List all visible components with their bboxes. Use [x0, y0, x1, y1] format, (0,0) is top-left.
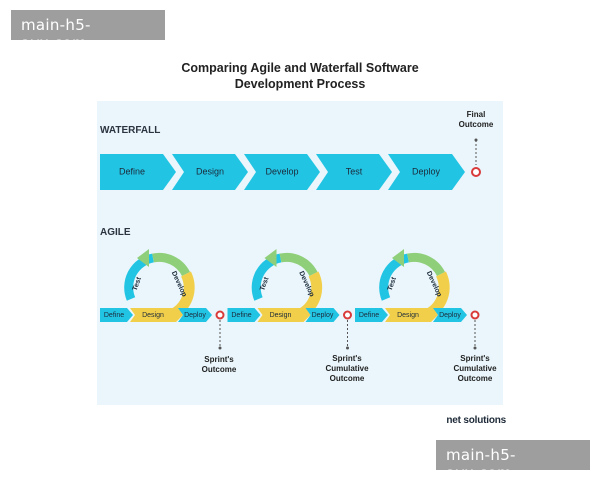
- sprint-2-outcome-connector-dot: [346, 346, 349, 350]
- waterfall-step-4-label: Test: [346, 166, 363, 176]
- sprint-2-deploy-arrow: [305, 308, 340, 322]
- agile-label: AGILE: [100, 227, 131, 238]
- sprint-1-outcome-label: Sprint's Outcome: [184, 355, 254, 375]
- sprint-1-define-label: Define: [104, 312, 124, 319]
- final-outcome-label: Final Outcome: [441, 110, 511, 130]
- sprint-3-loop-arrowhead: [392, 249, 404, 267]
- sprint-3-outcome-connector-dot: [473, 346, 477, 350]
- sprint-2-outcome-line-2: Cumulative: [325, 364, 369, 373]
- sprint-3-outcome-marker: [470, 310, 480, 320]
- waterfall-label: WATERFALL: [100, 125, 161, 136]
- sprint-3-define-arrow: [355, 308, 388, 322]
- sprint-2-loop-label-test: Test: [259, 276, 271, 292]
- waterfall-step-2-arrow: [172, 154, 248, 190]
- sprint-1-deploy-label: Deploy: [184, 312, 206, 319]
- sprint-1-outcome-line-1: Sprint's: [204, 355, 234, 364]
- sprint-2-outcome-label: Sprint's Cumulative Outcome: [312, 354, 382, 384]
- waterfall-step-5-label: Deploy: [412, 166, 441, 176]
- sprint-3-outcome-line-2: Cumulative: [453, 364, 497, 373]
- sprint-3-deploy-arrow: [433, 308, 467, 322]
- sprint-3-outcome-line-1: Sprint's: [460, 354, 490, 363]
- sprint-1-outcome-marker: [215, 310, 225, 320]
- sprint-3-design-label: Design: [397, 312, 419, 319]
- diagram-title: Comparing Agile and Waterfall Software D…: [160, 60, 440, 92]
- title-line-2: Development Process: [234, 77, 366, 91]
- sprint-1-loop-arrowhead: [137, 249, 149, 267]
- sprint-2-outcome-line-1: Sprint's: [332, 354, 362, 363]
- sprint-1-design-label: Design: [142, 312, 164, 319]
- sprint-2-deploy-label: Deploy: [312, 312, 334, 319]
- sprint-3-outcome-label: Sprint's Cumulative Outcome: [440, 354, 510, 384]
- final-outcome-line-1: Final: [466, 110, 486, 119]
- sprint-3-outcome-line-3: Outcome: [457, 374, 493, 383]
- sprint-2-define-label: Define: [231, 312, 251, 319]
- sprint-3-loop-return-arc: [407, 252, 446, 277]
- sprint-1-loop-return-arc: [152, 252, 191, 277]
- sprint-2-loop-return-arc: [279, 252, 318, 277]
- waterfall-step-4-arrow: [316, 154, 392, 190]
- sprint-3-define-label: Define: [359, 312, 379, 319]
- net-solutions-logo: net solutions: [446, 415, 506, 426]
- sprint-3-loop-label-test: Test: [387, 276, 399, 292]
- sprint-3-design-arrow: [385, 308, 438, 322]
- watermark-top: main-h5-ayx.com: [11, 10, 165, 52]
- sprint-3-deploy-label: Deploy: [439, 312, 461, 319]
- waterfall-step-1-arrow: [100, 154, 176, 190]
- waterfall-step-3-label: Develop: [265, 166, 298, 176]
- sprint-1-define-arrow: [100, 308, 133, 322]
- sprint-2-define-arrow: [227, 308, 261, 322]
- watermark-bottom: main-h5-ayx.com: [436, 440, 590, 480]
- title-line-1: Comparing Agile and Waterfall Software: [181, 61, 419, 75]
- sprint-2-outcome-line-3: Outcome: [329, 374, 365, 383]
- sprint-2-design-arrow: [257, 308, 311, 322]
- waterfall-step-1-label: Define: [119, 166, 145, 176]
- waterfall-step-3-arrow: [244, 154, 320, 190]
- final-outcome-line-2: Outcome: [458, 120, 494, 129]
- waterfall-step-2-label: Design: [196, 166, 224, 176]
- sprint-2-loop-arrowhead: [264, 249, 277, 267]
- final-outcome-marker: [471, 167, 481, 177]
- waterfall-step-5-arrow: [388, 154, 465, 190]
- final-outcome-connector-dot: [474, 138, 478, 142]
- sprint-1-deploy-arrow: [178, 308, 212, 322]
- sprint-1-outcome-line-2: Outcome: [201, 365, 237, 374]
- sprint-1-design-arrow: [130, 308, 183, 322]
- diagram-panel: [97, 101, 503, 405]
- sprint-1-loop-label-test: Test: [132, 276, 144, 292]
- sprint-2-outcome-marker: [343, 310, 352, 320]
- sprint-2-design-label: Design: [270, 312, 292, 319]
- sprint-1-outcome-connector-dot: [218, 346, 222, 350]
